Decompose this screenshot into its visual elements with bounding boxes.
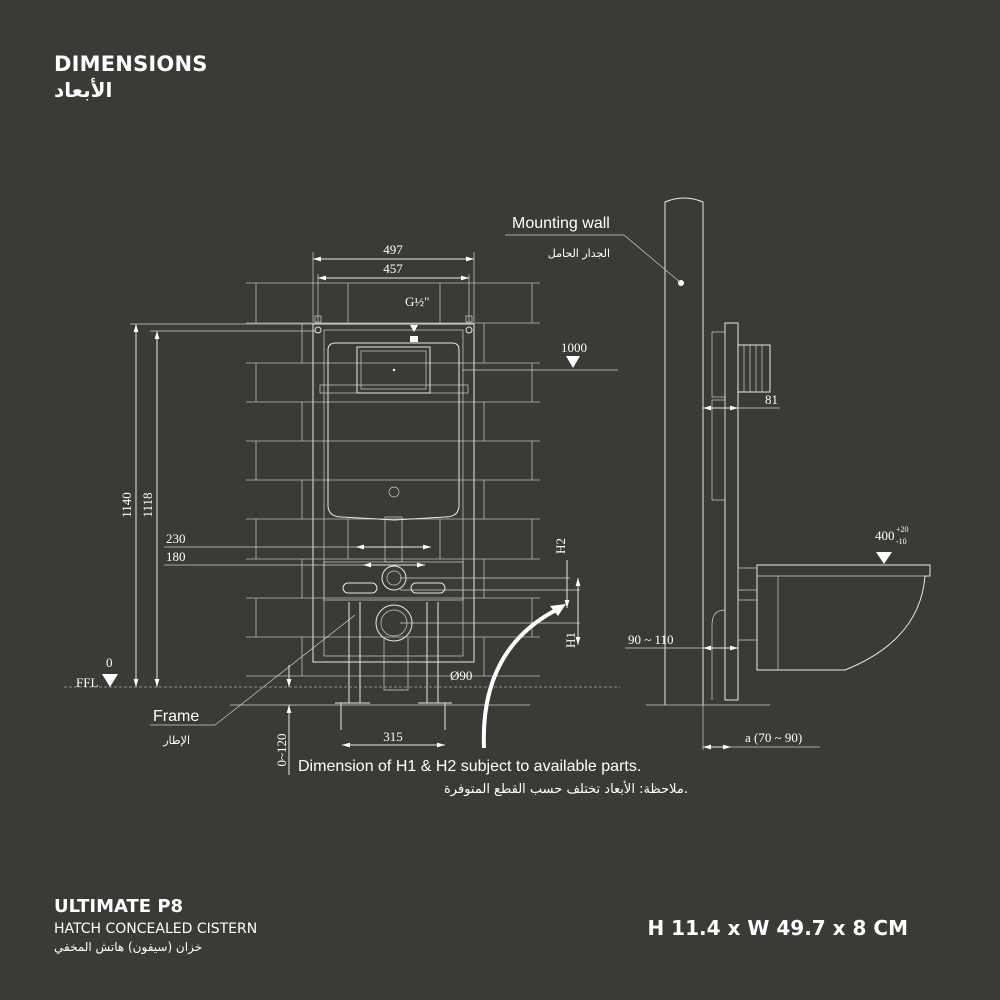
brick-wall-background bbox=[246, 282, 540, 677]
ffl-zero: 0 bbox=[106, 655, 113, 670]
wall-hung-toilet bbox=[756, 564, 931, 671]
note-ar: ملاحظة: الأبعاد تختلف حسب القطع المتوفرة… bbox=[444, 780, 688, 797]
flush-button-icon bbox=[737, 344, 771, 393]
dim-0-120: 0~120 bbox=[274, 733, 289, 766]
mounting-wall-label-ar: الجدار الحامل bbox=[548, 247, 610, 260]
ffl-label: FFL bbox=[76, 675, 98, 690]
dim-81: 81 bbox=[765, 392, 778, 407]
dim-90-110: 90 ~ 110 bbox=[628, 632, 674, 647]
title-en: DIMENSIONS bbox=[54, 52, 208, 76]
level-1000: 1000 bbox=[561, 340, 587, 355]
flush-hatch-window bbox=[356, 346, 431, 394]
dim-dia-90: Ø90 bbox=[450, 668, 472, 683]
logo-icon bbox=[388, 486, 400, 498]
dim-a: a (70 ~ 90) bbox=[745, 730, 802, 745]
inlet-valve-icon bbox=[410, 336, 418, 342]
dim-180: 180 bbox=[166, 549, 186, 564]
dim-1140: 1140 bbox=[119, 492, 134, 518]
cistern-tank bbox=[327, 342, 460, 521]
front-dimensions: 497 457 G½" 1000 1140 1118 230 180 bbox=[76, 242, 618, 775]
frame-label-ar: الإطار bbox=[162, 734, 190, 747]
dim-315: 315 bbox=[383, 729, 403, 744]
inlet-size-label: G½" bbox=[405, 294, 429, 309]
product-size: H 11.4 x W 49.7 x 8 CM bbox=[647, 916, 908, 940]
frame-front-view bbox=[312, 315, 475, 730]
dim-497: 497 bbox=[383, 242, 403, 257]
frame-label: Frame bbox=[153, 708, 199, 725]
header: DIMENSIONS الأبعاد bbox=[54, 52, 208, 102]
level-marker-icon bbox=[566, 356, 580, 368]
crossbar bbox=[323, 561, 464, 601]
seat-height: 400 bbox=[875, 528, 895, 543]
product-subtitle-ar: خزان (سيفون) هاتش المخفي bbox=[54, 940, 203, 954]
ffl-marker-icon bbox=[102, 674, 118, 687]
seat-tol-minus: -10 bbox=[896, 537, 907, 546]
product-subtitle: HATCH CONCEALED CISTERN bbox=[54, 921, 258, 937]
mounting-wall bbox=[664, 197, 704, 705]
frame-legs bbox=[335, 602, 452, 730]
note-en: Dimension of H1 & H2 subject to availabl… bbox=[298, 758, 641, 775]
mounting-wall-label: Mounting wall bbox=[512, 215, 610, 232]
label-h2: H2 bbox=[553, 538, 568, 554]
label-h1: H1 bbox=[563, 632, 578, 648]
title-ar: الأبعاد bbox=[54, 78, 113, 102]
product-info: ULTIMATE P8 HATCH CONCEALED CISTERN خزان… bbox=[54, 896, 257, 954]
dim-457: 457 bbox=[383, 261, 403, 276]
seat-height-marker-icon bbox=[876, 552, 892, 564]
dim-230: 230 bbox=[166, 531, 186, 546]
flush-pipe bbox=[384, 516, 403, 563]
product-name: ULTIMATE P8 bbox=[54, 896, 184, 917]
seat-tol-plus: +20 bbox=[896, 525, 909, 534]
side-view: 81 400 +20 -10 90 ~ 110 a (70 ~ 90) Moun… bbox=[505, 197, 931, 750]
callout-arrow bbox=[481, 608, 557, 749]
dim-1118: 1118 bbox=[140, 492, 155, 517]
